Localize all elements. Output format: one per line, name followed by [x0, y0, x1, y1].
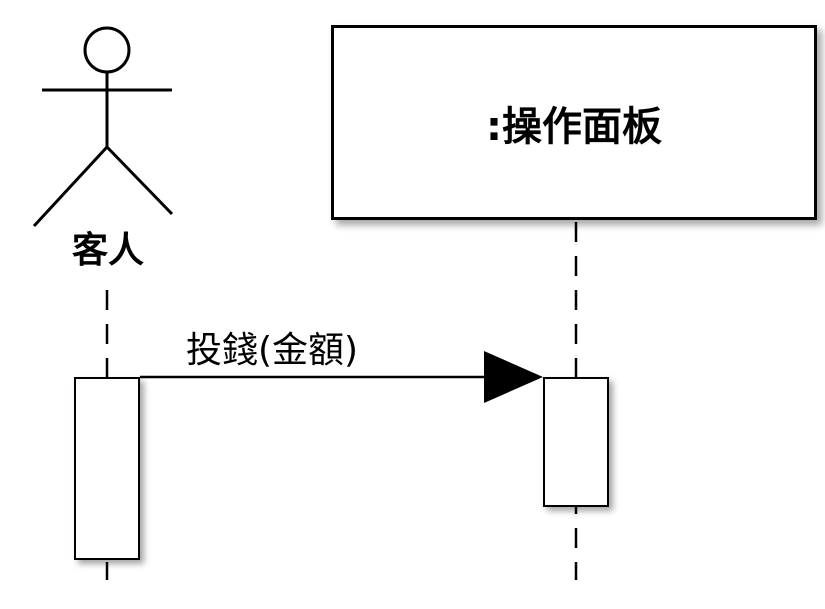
actor-name: 客人 — [71, 230, 144, 271]
panel-object-box: :操作面板 — [331, 25, 817, 220]
message-label: 投錢(金額) — [186, 330, 359, 371]
actor-stick-figure-icon — [32, 26, 174, 228]
panel-activation-bar — [543, 377, 609, 507]
customer-activation-bar — [74, 377, 140, 560]
panel-object-name: :操作面板 — [486, 103, 662, 150]
message-arrowhead-icon — [484, 351, 543, 403]
